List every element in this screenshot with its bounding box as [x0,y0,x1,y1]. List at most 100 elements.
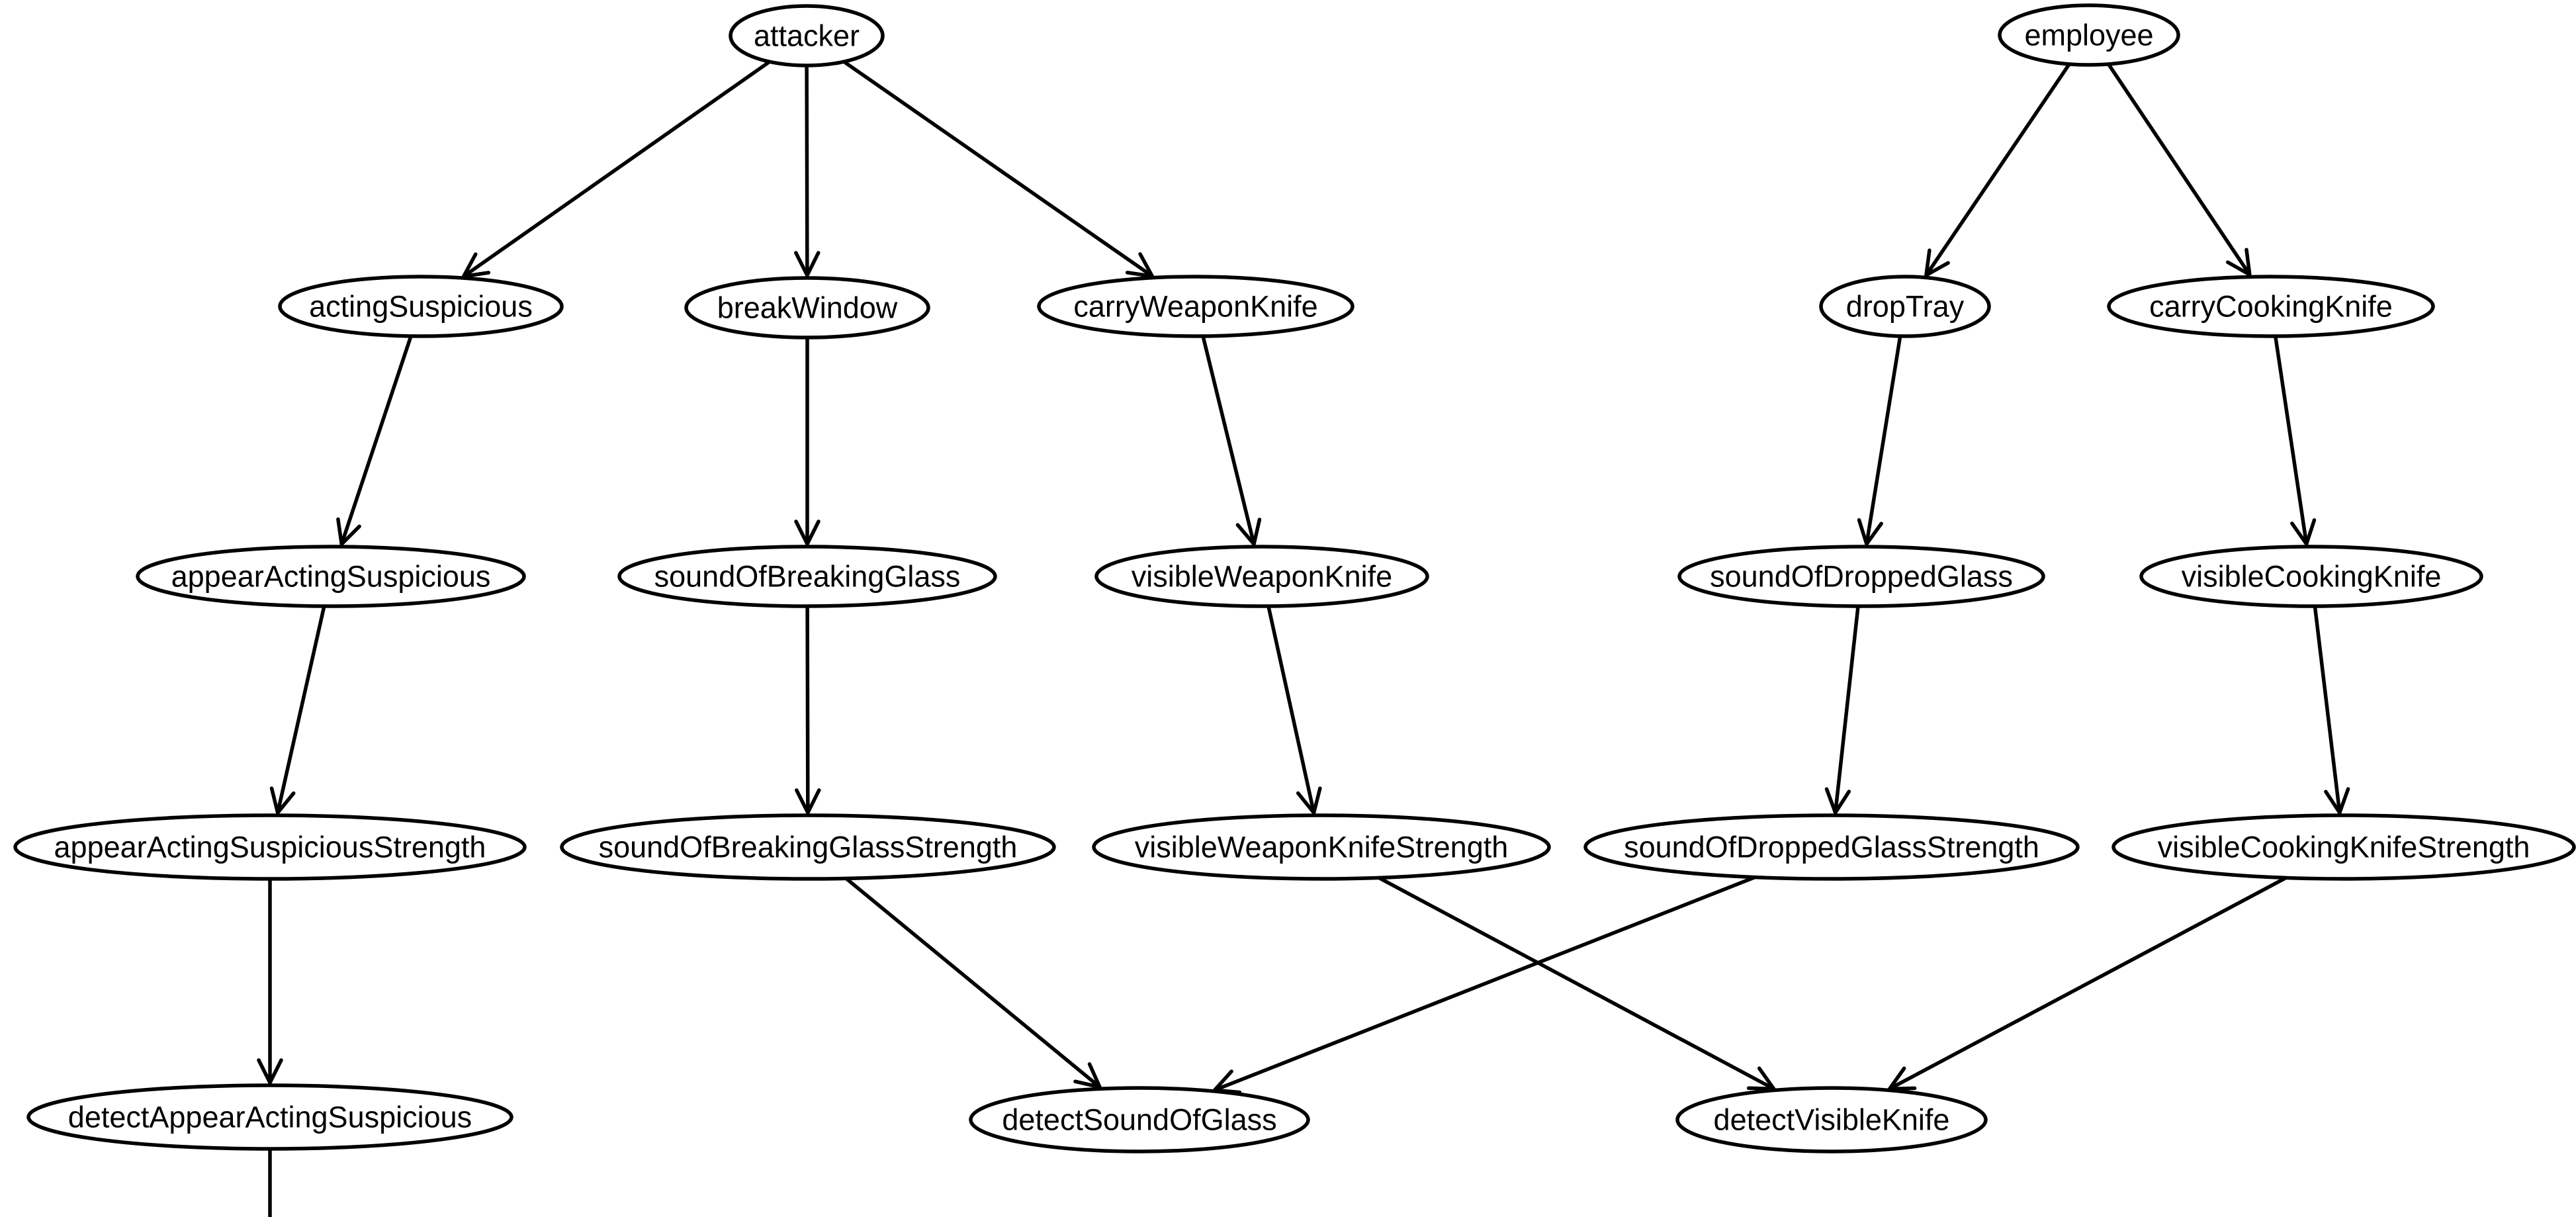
edge-line [2107,63,2252,276]
arrowhead-icon [2226,248,2252,277]
edge-sound-of-breaking-glass-strength-to-detect-sound-of-glass [844,877,1102,1089]
node-ellipse [13,813,527,881]
node-label: dropTray [1846,290,1965,324]
node-label: soundOfBreakingGlass [654,560,961,594]
node-ellipse [617,545,997,608]
node-label: appearActingSuspicious [171,560,491,594]
node-ellipse [1092,813,1551,881]
node-ellipse [2139,545,2483,608]
node-label: detectAppearActingSuspicious [68,1101,472,1134]
edge-visible-cooking-knife-to-visible-cooking-knife-strength [2313,606,2350,815]
node-drop-tray: dropTray [1819,275,1991,338]
node-label: breakWindow [717,291,898,325]
node-sound-of-breaking-glass-strength: soundOfBreakingGlassStrength [560,813,1056,881]
arrowhead-icon [461,252,491,279]
edge-carry-cooking-knife-to-visible-cooking-knife [2274,336,2317,546]
node-ellipse [729,4,885,68]
node-label: appearActingSuspiciousStrength [54,831,486,864]
edge-attacker-to-break-window [794,65,821,277]
edge-line [1214,876,1756,1092]
edge-line [1266,606,1316,813]
node-carry-cooking-knife: carryCookingKnife [2107,275,2435,338]
node-visible-cooking-knife-strength: visibleCookingKnifeStrength [2111,813,2576,881]
edge-line [1833,606,1860,813]
node-label: detectVisibleKnife [1714,1103,1950,1137]
arrowhead-icon [2290,518,2317,546]
node-acting-suspicious: actingSuspicious [278,275,564,338]
arrowhead-icon [795,788,821,815]
node-label: visibleWeaponKnife [1132,560,1392,594]
edge-break-window-to-sound-of-breaking-glass [794,338,821,546]
arrowhead-icon [336,517,361,547]
edge-sound-of-breaking-glass-to-sound-of-breaking-glass-strength [795,606,821,815]
node-ellipse [278,275,564,338]
node-appear-acting-suspicious: appearActingSuspicious [136,545,526,608]
node-label: soundOfDroppedGlassStrength [1624,831,2039,864]
edge-sound-of-dropped-glass-strength-to-detect-sound-of-glass [1212,876,1756,1095]
edge-employee-to-drop-tray [1924,63,2071,277]
node-ellipse [560,813,1056,881]
edge-visible-weapon-knife-to-visible-weapon-knife-strength [1266,606,1322,815]
node-attacker: attacker [729,4,885,68]
edge-line [1865,336,1902,545]
node-ellipse [969,1086,1310,1153]
arrowhead-icon [269,786,296,815]
arrowhead-icon [794,519,821,546]
edge-visible-cooking-knife-strength-to-detect-visible-knife [1887,876,2287,1091]
edge-appear-acting-suspicious-to-appear-acting-suspicious-strength [269,606,326,815]
node-sound-of-dropped-glass: soundOfDroppedGlass [1677,545,2045,608]
edge-line [1888,876,2287,1091]
node-visible-weapon-knife-strength: visibleWeaponKnifeStrength [1092,813,1551,881]
node-sound-of-breaking-glass: soundOfBreakingGlass [617,545,997,608]
node-label: visibleWeaponKnifeStrength [1135,831,1509,864]
edge-line [805,606,810,813]
arrowhead-icon [1857,518,1883,546]
edge-acting-suspicious-to-appear-acting-suspicious [336,336,413,547]
node-label: actingSuspicious [309,290,533,324]
node-visible-cooking-knife: visibleCookingKnife [2139,545,2483,608]
arrowhead-icon [1296,786,1322,815]
node-sound-of-dropped-glass-strength: soundOfDroppedGlassStrength [1583,813,2080,881]
edge-appear-acting-suspicious-strength-to-detect-appear-acting-suspicious [257,879,283,1085]
arrowhead-icon [794,251,821,277]
node-ellipse [2107,275,2435,338]
edge-carry-weapon-knife-to-visible-weapon-knife [1201,336,1262,546]
node-ellipse [26,1083,513,1151]
arrowhead-icon [1824,787,1851,815]
node-ellipse [1819,275,1991,338]
node-ellipse [1094,545,1429,608]
node-ellipse [1037,275,1355,338]
edge-line [2313,606,2342,813]
node-ellipse [1677,545,2045,608]
node-label: visibleCookingKnife [2182,560,2442,594]
edge-attacker-to-acting-suspicious [461,60,771,279]
node-detect-visible-knife: detectVisibleKnife [1675,1086,1988,1153]
edge-line [463,60,771,278]
edge-employee-to-carry-cooking-knife [2107,63,2252,277]
node-employee: employee [1998,3,2180,67]
arrowhead-icon [2324,787,2350,815]
node-detect-sound-of-glass: detectSoundOfGlass [969,1086,1310,1153]
edge-line [275,606,326,813]
node-label: carryCookingKnife [2149,290,2393,324]
arrowhead-icon [1924,248,1950,277]
edge-line [1201,336,1256,545]
edge-line [2274,336,2309,545]
edge-drop-tray-to-sound-of-dropped-glass [1857,336,1902,546]
node-ellipse [2111,813,2576,881]
node-label: detectSoundOfGlass [1002,1103,1276,1137]
node-label: employee [2024,19,2153,52]
edge-visible-weapon-knife-strength-to-detect-visible-knife [1378,876,1776,1091]
node-label: soundOfDroppedGlass [1710,560,2013,594]
node-carry-weapon-knife: carryWeaponKnife [1037,275,1355,338]
arrowhead-icon [1125,252,1155,279]
node-ellipse [136,545,526,608]
edge-line [339,336,413,545]
node-ellipse [684,276,930,339]
node-appear-acting-suspicious-strength: appearActingSuspiciousStrength [13,813,527,881]
edge-line [1378,876,1775,1091]
nodes-layer: attacker employee actingSuspicious breakWin… [13,3,2576,1153]
edges-layer [257,60,2350,1217]
node-label: carryWeaponKnife [1073,290,1317,324]
